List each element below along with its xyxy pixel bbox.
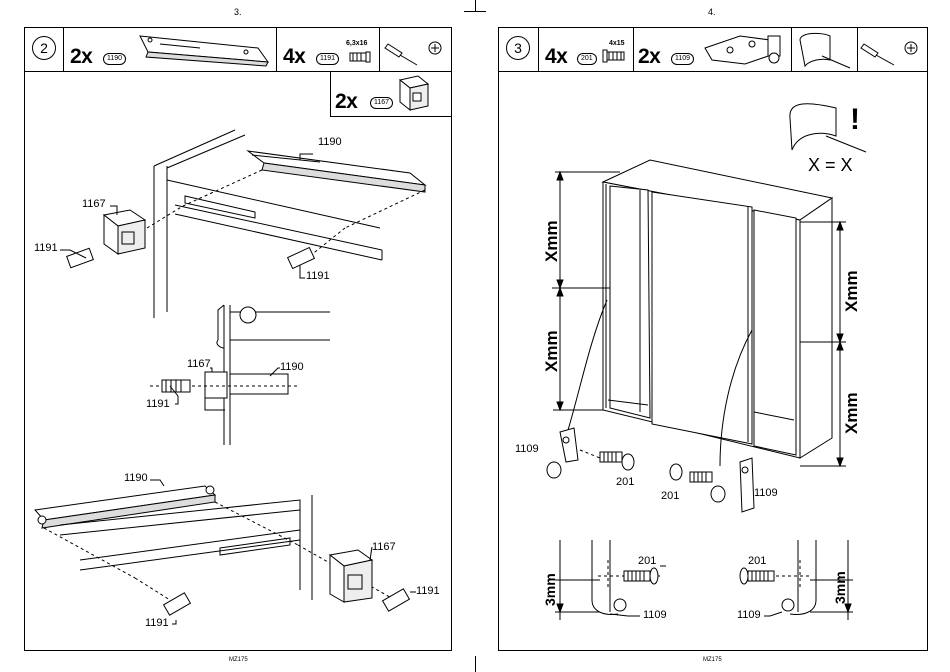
callout-201: 201	[616, 476, 634, 488]
equal-distance-note: X = X	[808, 155, 853, 176]
gap-dimension: 3mm	[542, 573, 558, 606]
callout-1109: 1109	[737, 609, 761, 621]
warning-exclamation: !	[850, 103, 860, 137]
dimension-label: Xmm	[842, 270, 862, 312]
gap-dimension: 3mm	[832, 571, 848, 604]
callout-201: 201	[638, 555, 656, 567]
right-footer: MZ175	[703, 657, 722, 663]
callout-201: 201	[661, 490, 679, 502]
callout-1109: 1109	[754, 487, 778, 499]
dimension-label: Xmm	[542, 330, 562, 372]
dimension-label: Xmm	[842, 392, 862, 434]
callout-201: 201	[748, 555, 766, 567]
callout-1109: 1109	[643, 609, 667, 621]
callout-1109: 1109	[515, 443, 539, 455]
dimension-label: Xmm	[542, 220, 562, 262]
